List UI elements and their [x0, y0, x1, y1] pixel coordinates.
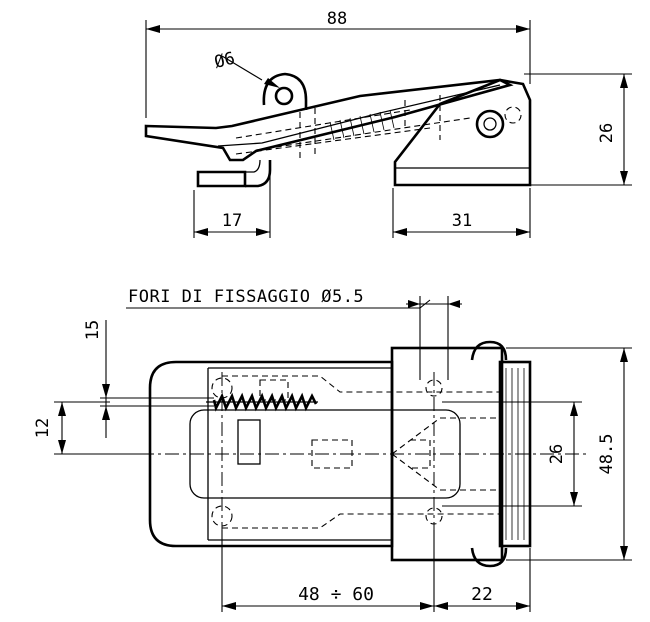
- dim-width: 48.5: [597, 434, 617, 475]
- hook: [196, 170, 247, 188]
- pivot-hidden: [504, 106, 522, 124]
- dim-hook-length: 17: [222, 211, 242, 231]
- base-bracket: [393, 78, 532, 187]
- dim-hole-spacing: 26: [547, 444, 567, 464]
- knuckle-bottom: [470, 547, 508, 568]
- dim-base-width: 22: [471, 584, 493, 605]
- spring-hatch: [329, 109, 395, 141]
- dim-adjust-range: 48 ÷ 60: [298, 584, 374, 605]
- top-view: FORI DI FISSAGGIO Ø5.5: [33, 287, 632, 612]
- knuckle-top: [470, 340, 508, 361]
- dim-hole-diameter: Ø6: [212, 48, 237, 72]
- lever-arm: [144, 78, 514, 162]
- hinge-pin-outer: [475, 109, 505, 139]
- dim-height: 26: [597, 123, 617, 143]
- fixing-holes-note: FORI DI FISSAGGIO Ø5.5: [128, 287, 364, 307]
- dim-offset: 12: [33, 418, 53, 438]
- hidden-pivot: [410, 439, 431, 469]
- hidden-rod: [255, 117, 471, 151]
- fixing-hole-tr: [425, 379, 443, 397]
- dim-base-length: 31: [452, 211, 472, 231]
- hinge-pin-inner: [483, 117, 497, 131]
- hidden-slot: [259, 379, 289, 401]
- hook-inner: [245, 159, 261, 173]
- side-view: 88 Ø6 26 17 31: [144, 9, 632, 238]
- dim-offset-small: 15: [83, 320, 103, 340]
- hidden-diamond: [391, 417, 500, 491]
- dim-overall-length: 88: [327, 9, 347, 29]
- hidden-spring-bot: [235, 127, 431, 155]
- grip-slot: [237, 419, 261, 465]
- hook-curve: [245, 160, 272, 188]
- eye-hole: [274, 86, 294, 106]
- hidden-frame: [222, 375, 500, 529]
- lever-edge: [217, 84, 501, 147]
- eye-lug: [262, 72, 308, 110]
- latch-body: [148, 360, 394, 548]
